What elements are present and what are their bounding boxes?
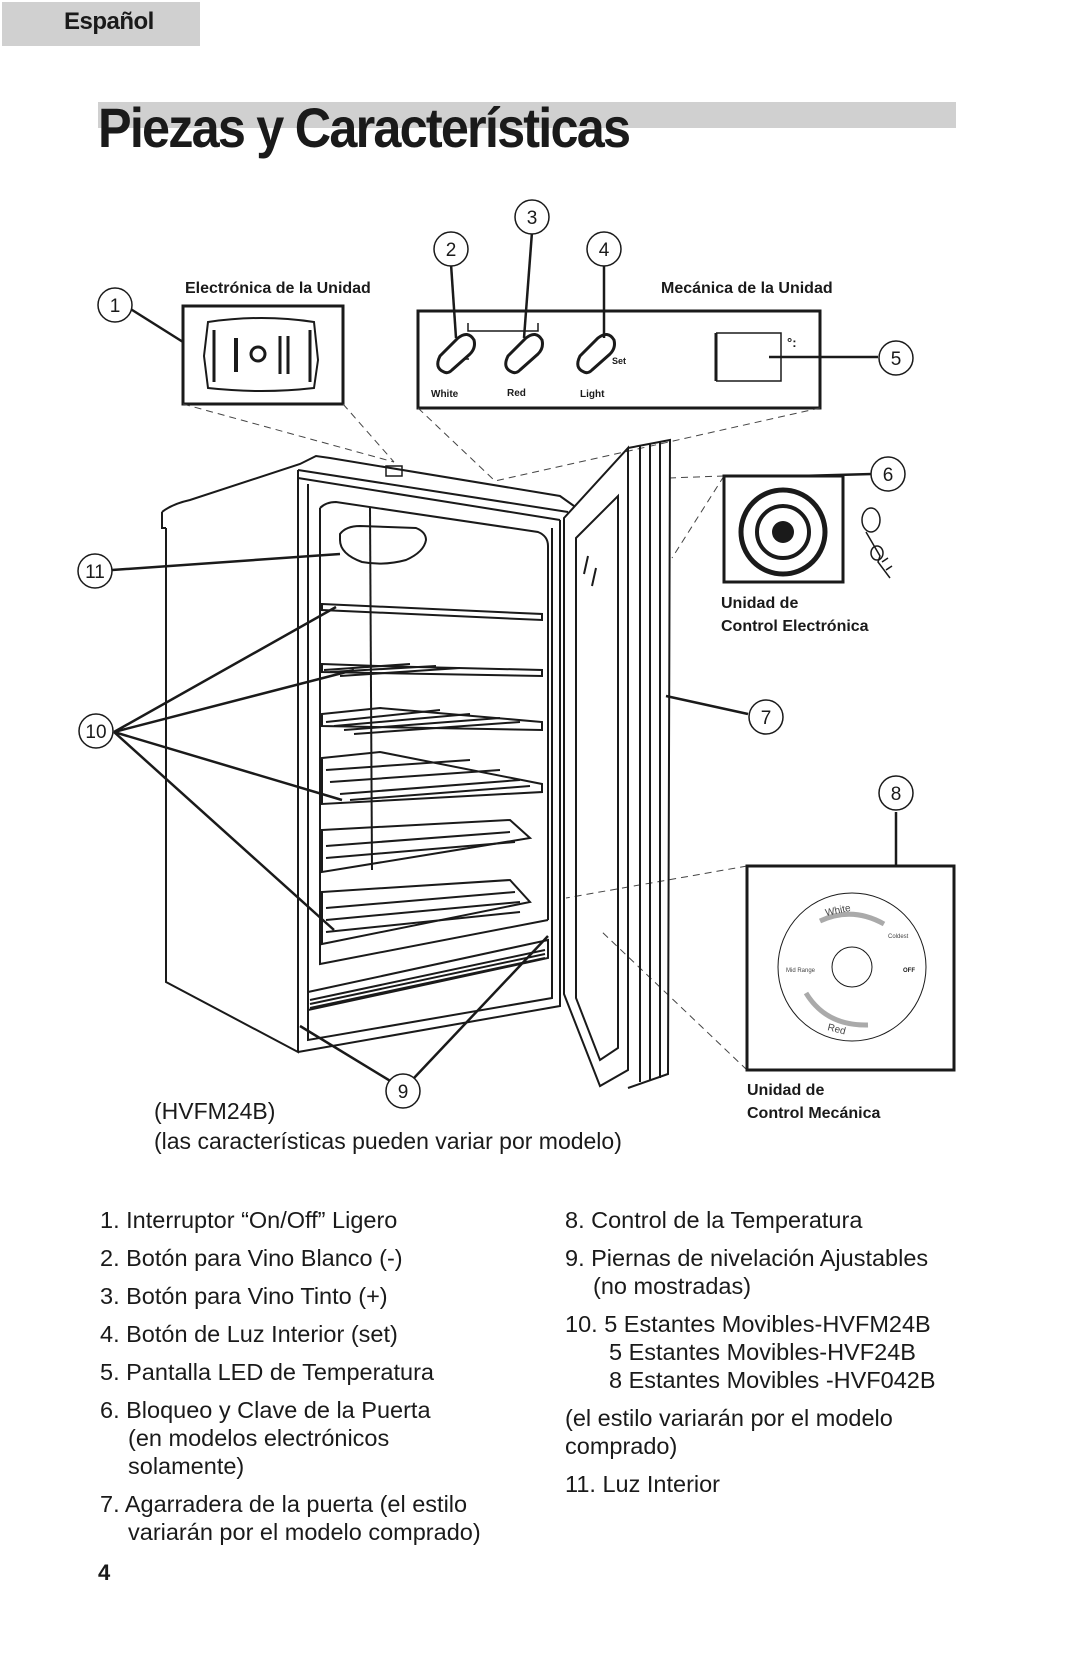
parts-list-line: 2. Botón para Vino Blanco (-)	[100, 1245, 403, 1271]
parts-list-item: 11. Luz Interior	[565, 1470, 1005, 1498]
wine-cooler-cabinet	[161, 438, 672, 1089]
parts-list-line: 5. Pantalla LED de Temperatura	[100, 1359, 434, 1385]
light-button-label: Light	[580, 389, 605, 400]
language-tab-label: Español	[64, 8, 154, 35]
callout-1	[97, 287, 133, 323]
electronic-unit-label: Electrónica de la Unidad	[185, 280, 371, 297]
callout-7-label: 7	[761, 708, 772, 729]
light-button-icon	[576, 333, 616, 375]
callout-2-label: 2	[446, 240, 457, 261]
callout-3-label: 3	[527, 208, 538, 229]
callout-9	[385, 1073, 421, 1109]
parts-list-left: 1. Interruptor “On/Off” Ligero 2. Botón p…	[100, 1206, 540, 1556]
callout-2	[433, 231, 469, 267]
callout-7	[748, 699, 784, 735]
parts-list-line: 8 Estantes Movibles -HVF042B	[609, 1367, 936, 1393]
parts-list-line: (en modelos electrónicos	[128, 1425, 390, 1451]
parts-list-right: 8. Control de la Temperatura 9. Piernas d…	[565, 1206, 1005, 1508]
parts-list-line: variarán por el modelo comprado)	[128, 1519, 481, 1545]
parts-list-item: 5. Pantalla LED de Temperatura	[100, 1358, 540, 1386]
dial-coldest-label: Coldest	[888, 934, 909, 940]
mechanical-control-panel	[416, 309, 822, 410]
temperature-dial-icon	[777, 892, 927, 1042]
parts-list-line: 8. Control de la Temperatura	[565, 1207, 863, 1233]
parts-list-line: 10. 5 Estantes Movibles-HVFM24B	[565, 1311, 931, 1337]
parts-list-item: 3. Botón para Vino Tinto (+)	[100, 1282, 540, 1310]
red-button-label: Red	[507, 388, 526, 399]
title-underline-bar	[98, 102, 956, 128]
callout-6	[870, 456, 906, 492]
parts-list-line: (no mostradas)	[593, 1273, 752, 1299]
white-button-label: White	[431, 389, 459, 400]
parts-list-line: 7. Agarradera de la puerta (el estilo	[100, 1491, 468, 1517]
door-lock-icon	[738, 487, 828, 577]
callout-11-label: 11	[85, 562, 105, 583]
parts-list-line: comprado)	[565, 1433, 678, 1459]
parts-list-item: 6. Bloqueo y Clave de la Puerta(en model…	[100, 1396, 540, 1480]
parts-list-item: 4. Botón de Luz Interior (set)	[100, 1320, 540, 1348]
callout-8	[878, 775, 914, 811]
callout-4	[586, 231, 622, 267]
parts-list-item: 1. Interruptor “On/Off” Ligero	[100, 1206, 540, 1234]
electronic-switch-panel	[181, 304, 345, 406]
mechanical-unit-label: Mecánica de la Unidad	[661, 280, 833, 297]
red-button-icon	[504, 333, 544, 375]
callout-3	[514, 199, 550, 235]
parts-list-line: 4. Botón de Luz Interior (set)	[100, 1321, 398, 1347]
mechanical-control-caption-line1: Unidad de	[747, 1082, 824, 1099]
callout-lines	[111, 231, 898, 1084]
parts-list-line: 6. Bloqueo y Clave de la Puerta	[100, 1397, 431, 1423]
callout-10	[78, 713, 114, 749]
mechanical-dial-box	[745, 864, 956, 1072]
page-number: 4	[98, 1560, 111, 1585]
electronic-control-box	[722, 474, 845, 584]
callout-9-label: 9	[398, 1082, 409, 1103]
dial-mid-range-label: Mid Range	[786, 968, 816, 974]
parts-list-line: 9. Piernas de nivelación Ajustables	[565, 1245, 929, 1271]
model-caption: (HVFM24B)	[154, 1098, 276, 1124]
parts-list-item: 2. Botón para Vino Blanco (-)	[100, 1244, 540, 1272]
parts-list-line: 11. Luz Interior	[565, 1471, 721, 1497]
callout-5	[878, 340, 914, 376]
callout-1-label: 1	[110, 296, 121, 317]
parts-list-line: 5 Estantes Movibles-HVF24B	[609, 1339, 916, 1365]
dial-red-label: Red	[826, 1022, 846, 1037]
model-note: (las características pueden variar por m…	[154, 1128, 622, 1154]
dial-off-label: OFF	[903, 968, 915, 974]
mechanical-control-caption-line2: Control Mecánica	[747, 1105, 880, 1122]
parts-list-line: 3. Botón para Vino Tinto (+)	[100, 1283, 388, 1309]
callout-6-label: 6	[883, 465, 894, 486]
led-display-glyph: °:	[787, 335, 797, 350]
set-button-label: Set	[612, 356, 626, 366]
callout-5-label: 5	[891, 349, 902, 370]
page-title: Piezas y Características	[98, 96, 631, 159]
white-button-icon	[436, 333, 476, 375]
electronic-control-caption-line2: Control Electrónica	[721, 618, 869, 635]
dial-white-label: White	[824, 903, 852, 919]
parts-list-line: solamente)	[128, 1453, 245, 1479]
parts-list-item: 9. Piernas de nivelación Ajustables(no m…	[565, 1244, 1005, 1300]
callout-4-label: 4	[599, 240, 610, 261]
parts-list-line: 1. Interruptor “On/Off” Ligero	[100, 1207, 398, 1233]
callout-11	[77, 553, 113, 589]
language-tab: Español	[2, 2, 200, 46]
callout-10-label: 10	[85, 722, 106, 743]
rocker-switch-icon	[202, 317, 320, 392]
door-key-icon	[861, 507, 893, 579]
parts-list-item: 8. Control de la Temperatura	[565, 1206, 1005, 1234]
callout-8-label: 8	[891, 784, 902, 805]
parts-list-line: (el estilo variarán por el modelo	[565, 1405, 893, 1431]
electronic-control-caption-line1: Unidad de	[721, 595, 798, 612]
